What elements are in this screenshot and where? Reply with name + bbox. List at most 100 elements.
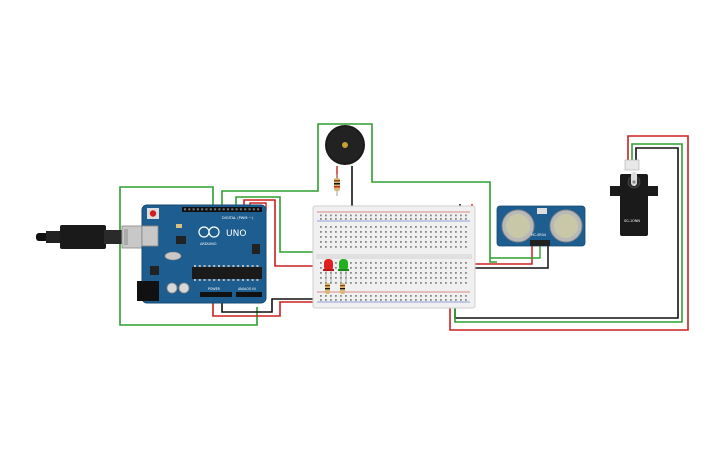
breadboard-hole[interactable] — [365, 236, 367, 238]
breadboard-hole[interactable] — [330, 295, 332, 297]
breadboard-hole[interactable] — [405, 295, 407, 297]
breadboard-hole[interactable] — [440, 267, 442, 269]
breadboard-hole[interactable] — [415, 241, 417, 243]
breadboard-hole[interactable] — [460, 282, 462, 284]
breadboard-hole[interactable] — [390, 299, 392, 301]
breadboard-hole[interactable] — [420, 272, 422, 274]
breadboard-hole[interactable] — [325, 299, 327, 301]
breadboard-hole[interactable] — [415, 231, 417, 233]
breadboard-hole[interactable] — [445, 282, 447, 284]
breadboard-hole[interactable] — [420, 236, 422, 238]
breadboard-hole[interactable] — [430, 236, 432, 238]
breadboard-hole[interactable] — [360, 231, 362, 233]
breadboard-hole[interactable] — [445, 214, 447, 217]
breadboard-hole[interactable] — [375, 262, 377, 264]
breadboard-hole[interactable] — [415, 267, 417, 269]
breadboard-hole[interactable] — [405, 226, 407, 228]
breadboard-hole[interactable] — [375, 218, 377, 220]
breadboard-hole[interactable] — [350, 218, 352, 220]
breadboard-hole[interactable] — [355, 277, 357, 279]
header-pin[interactable] — [222, 208, 225, 211]
breadboard-hole[interactable] — [380, 262, 382, 264]
breadboard-hole[interactable] — [355, 262, 357, 264]
breadboard-hole[interactable] — [390, 277, 392, 279]
breadboard-hole[interactable] — [435, 267, 437, 269]
breadboard-hole[interactable] — [455, 272, 457, 274]
breadboard-hole[interactable] — [465, 241, 467, 243]
breadboard-hole[interactable] — [355, 231, 357, 233]
breadboard-hole[interactable] — [360, 241, 362, 243]
breadboard-hole[interactable] — [450, 246, 452, 248]
breadboard-hole[interactable] — [435, 226, 437, 228]
breadboard-hole[interactable] — [465, 277, 467, 279]
breadboard-hole[interactable] — [445, 277, 447, 279]
breadboard-hole[interactable] — [440, 262, 442, 264]
breadboard-hole[interactable] — [340, 226, 342, 228]
breadboard-hole[interactable] — [410, 267, 412, 269]
breadboard-hole[interactable] — [450, 295, 452, 297]
breadboard-hole[interactable] — [450, 299, 452, 301]
breadboard-hole[interactable] — [330, 282, 332, 284]
breadboard-hole[interactable] — [405, 282, 407, 284]
breadboard-hole[interactable] — [445, 218, 447, 220]
breadboard-hole[interactable] — [415, 226, 417, 228]
breadboard-hole[interactable] — [325, 236, 327, 238]
breadboard-hole[interactable] — [435, 246, 437, 248]
breadboard-hole[interactable] — [460, 246, 462, 248]
breadboard-hole[interactable] — [360, 226, 362, 228]
breadboard-hole[interactable] — [365, 295, 367, 297]
breadboard-hole[interactable] — [385, 246, 387, 248]
breadboard-hole[interactable] — [465, 214, 467, 217]
breadboard-hole[interactable] — [385, 277, 387, 279]
breadboard-hole[interactable] — [380, 267, 382, 269]
header-pin[interactable] — [205, 208, 208, 211]
breadboard-hole[interactable] — [400, 277, 402, 279]
breadboard-hole[interactable] — [395, 226, 397, 228]
breadboard[interactable] — [312, 205, 476, 309]
breadboard-hole[interactable] — [350, 231, 352, 233]
breadboard-hole[interactable] — [330, 231, 332, 233]
breadboard-hole[interactable] — [415, 295, 417, 297]
breadboard-hole[interactable] — [440, 246, 442, 248]
breadboard-hole[interactable] — [415, 272, 417, 274]
breadboard-hole[interactable] — [445, 246, 447, 248]
breadboard-hole[interactable] — [370, 262, 372, 264]
breadboard-hole[interactable] — [455, 282, 457, 284]
breadboard-hole[interactable] — [385, 241, 387, 243]
breadboard-hole[interactable] — [450, 231, 452, 233]
breadboard-hole[interactable] — [320, 246, 322, 248]
breadboard-hole[interactable] — [345, 214, 347, 217]
breadboard-hole[interactable] — [325, 226, 327, 228]
breadboard-hole[interactable] — [395, 262, 397, 264]
breadboard-hole[interactable] — [410, 295, 412, 297]
breadboard-hole[interactable] — [450, 272, 452, 274]
breadboard-hole[interactable] — [325, 218, 327, 220]
header-pin[interactable] — [257, 208, 260, 211]
breadboard-hole[interactable] — [445, 236, 447, 238]
breadboard-hole[interactable] — [390, 246, 392, 248]
header-pin[interactable] — [188, 208, 191, 211]
breadboard-hole[interactable] — [370, 272, 372, 274]
breadboard-hole[interactable] — [400, 218, 402, 220]
breadboard-hole[interactable] — [430, 277, 432, 279]
breadboard-hole[interactable] — [365, 277, 367, 279]
breadboard-hole[interactable] — [450, 282, 452, 284]
breadboard-hole[interactable] — [335, 246, 337, 248]
breadboard-hole[interactable] — [385, 262, 387, 264]
breadboard-hole[interactable] — [445, 272, 447, 274]
breadboard-hole[interactable] — [435, 214, 437, 217]
breadboard-hole[interactable] — [390, 236, 392, 238]
breadboard-hole[interactable] — [340, 218, 342, 220]
breadboard-hole[interactable] — [350, 299, 352, 301]
breadboard-hole[interactable] — [425, 231, 427, 233]
wire-green-arduino-buzzer[interactable] — [221, 123, 497, 263]
breadboard-hole[interactable] — [340, 246, 342, 248]
breadboard-hole[interactable] — [455, 299, 457, 301]
header-pin[interactable] — [192, 208, 195, 211]
breadboard-hole[interactable] — [430, 282, 432, 284]
breadboard-hole[interactable] — [425, 267, 427, 269]
breadboard-hole[interactable] — [320, 236, 322, 238]
breadboard-hole[interactable] — [445, 262, 447, 264]
breadboard-hole[interactable] — [400, 246, 402, 248]
breadboard-hole[interactable] — [440, 226, 442, 228]
